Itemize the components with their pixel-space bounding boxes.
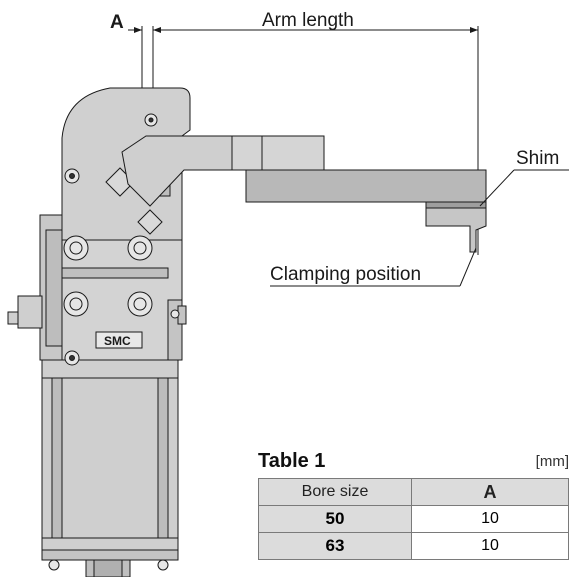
table-title: Table 1 bbox=[258, 450, 326, 472]
cell-a: 10 bbox=[411, 505, 569, 533]
cell-bore: 50 bbox=[258, 505, 412, 533]
header-a: A bbox=[411, 478, 569, 506]
smc-logo: SMC bbox=[104, 334, 131, 348]
logo-plate: SMC bbox=[95, 331, 143, 349]
spec-table: Bore size A 50 10 63 10 bbox=[258, 478, 569, 560]
cell-a: 10 bbox=[411, 532, 569, 560]
arm-arrow-left bbox=[153, 27, 161, 33]
clamp-body bbox=[7, 87, 191, 577]
shim-label: Shim bbox=[516, 148, 559, 169]
a-marker-label: A bbox=[110, 12, 124, 33]
cell-bore: 63 bbox=[258, 532, 412, 560]
table-unit: [mm] bbox=[535, 453, 569, 470]
table-row: 63 10 bbox=[258, 532, 569, 560]
table-header-row: Bore size A bbox=[258, 478, 569, 506]
arm-arrow-right bbox=[470, 27, 478, 33]
clamp-arm bbox=[121, 135, 487, 253]
table-row: 50 10 bbox=[258, 505, 569, 533]
table-1: Table 1 [mm] Bore size A 50 10 63 10 bbox=[258, 448, 569, 560]
bolts bbox=[48, 113, 180, 571]
header-bore-size: Bore size bbox=[258, 478, 412, 506]
clamping-position-label: Clamping position bbox=[270, 264, 421, 285]
a-arrow-head bbox=[134, 27, 142, 33]
callouts bbox=[270, 169, 569, 287]
arm-length-label: Arm length bbox=[262, 10, 354, 31]
